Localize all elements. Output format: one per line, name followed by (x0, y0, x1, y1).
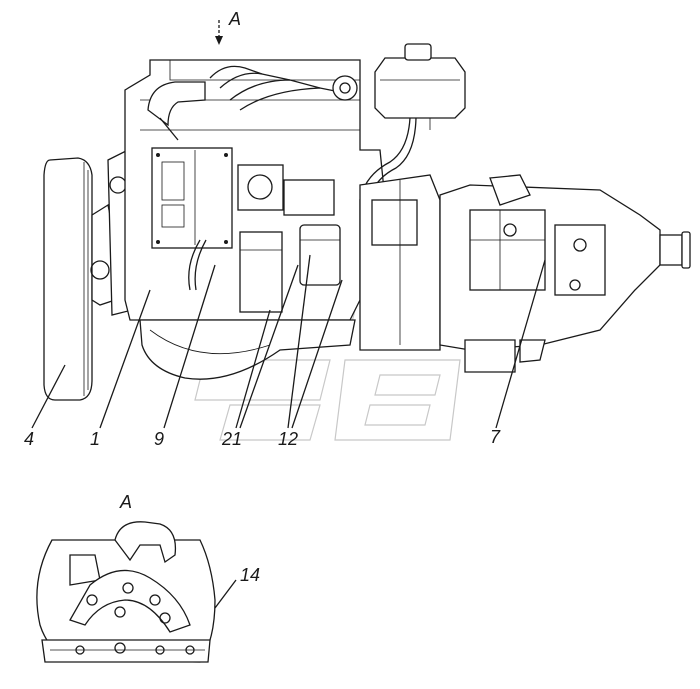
view-label-a-top: A (229, 9, 242, 29)
clutch-housing (359, 174, 441, 351)
ecu-module (151, 147, 233, 249)
callout-4: 4 (24, 429, 35, 449)
fuel-lines (209, 65, 358, 111)
pulley-disc (43, 157, 93, 401)
callout-7: 7 (490, 427, 501, 447)
callout-9: 9 (154, 429, 165, 449)
gearbox (439, 174, 661, 373)
view-arrow-a (215, 20, 223, 45)
output-flange (659, 231, 691, 269)
callout-21: 21 (222, 429, 243, 449)
fuel-pump (237, 164, 335, 313)
callout-1: 1 (90, 429, 101, 449)
expansion-tank (374, 43, 466, 130)
leader-lines (31, 254, 546, 429)
oil-pan (139, 319, 356, 380)
oil-filter (299, 224, 341, 286)
view-label-a-detail: A (120, 492, 133, 512)
callout-14: 14 (240, 565, 261, 585)
intake-pipe (147, 81, 206, 141)
detail-view-a (36, 521, 237, 663)
callout-12: 12 (278, 429, 299, 449)
